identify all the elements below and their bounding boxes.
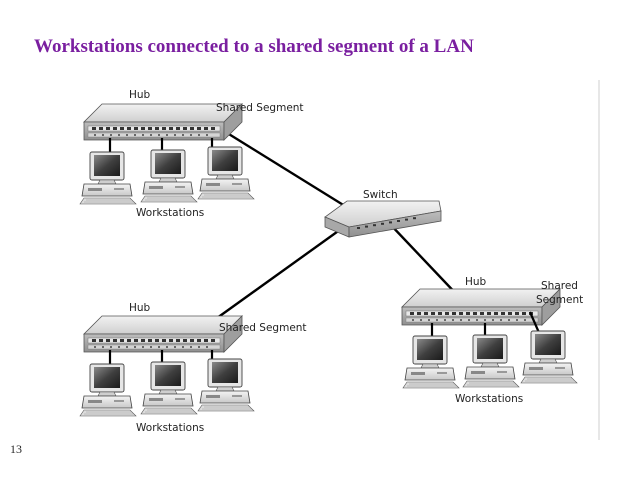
workstation-icon — [79, 363, 137, 417]
network-group-1: Hub Shared Segment Workstations — [79, 89, 304, 219]
network-group-2: Hub Shared Segment Workstations — [79, 302, 307, 434]
switch-group: Switch — [324, 189, 442, 238]
hub-label: Hub — [129, 302, 151, 314]
workstation-icon — [402, 335, 460, 389]
shared-segment-label: Shared Segment — [216, 102, 304, 114]
workstation-icon — [79, 151, 137, 205]
workstation-icon — [197, 146, 255, 200]
workstations-label: Workstations — [136, 422, 204, 434]
switch-icon — [324, 200, 442, 238]
slide-title: Workstations connected to a shared segme… — [34, 36, 474, 57]
workstation-icon — [462, 334, 520, 388]
switch-label: Switch — [363, 189, 398, 201]
shared-segment-label: Shared Segment — [219, 322, 307, 334]
slide-number: 13 — [10, 442, 22, 456]
workstation-icon — [520, 330, 578, 384]
workstation-icon — [140, 149, 198, 203]
cable-switch-hub3 — [387, 221, 463, 301]
workstations-label: Workstations — [136, 207, 204, 219]
hub-label: Hub — [465, 276, 487, 288]
shared-segment-label-line2: Segment — [536, 294, 583, 306]
workstations-label: Workstations — [455, 393, 523, 405]
shared-segment-label-line1: Shared — [541, 280, 578, 292]
workstation-icon — [197, 358, 255, 412]
hub-label: Hub — [129, 89, 151, 101]
network-group-3: Hub Shared Segment Workstations — [401, 276, 583, 405]
workstation-icon — [140, 361, 198, 415]
